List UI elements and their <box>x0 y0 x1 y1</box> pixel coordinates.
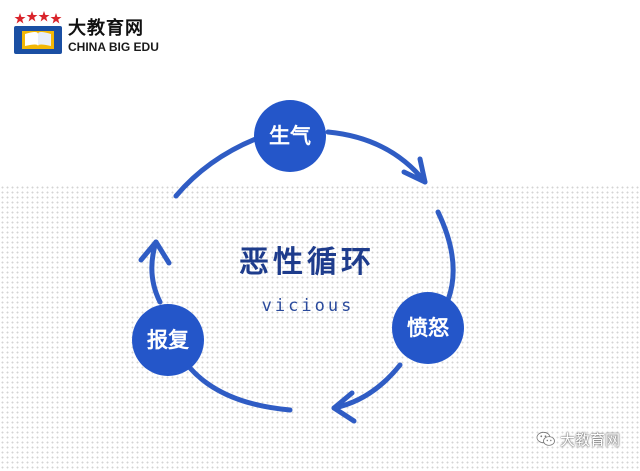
arrowhead-anger-to-rage <box>401 156 428 185</box>
logo-name: 大教育网 <box>68 18 144 39</box>
node-label-revenge: 报复 <box>147 328 190 352</box>
node-rage: 愤怒 <box>392 292 464 364</box>
arrow-top-left-line <box>173 135 261 199</box>
node-anger: 生气 <box>254 100 326 172</box>
node-revenge: 报复 <box>132 304 204 376</box>
brand-logo: 大教育网 CHINA BIG EDU <box>8 8 178 60</box>
logo-subtitle: CHINA BIG EDU <box>68 40 159 54</box>
center-title: 恶性循环 <box>239 245 375 280</box>
logo-mark-icon <box>14 11 62 54</box>
center-subtitle: vicious <box>262 296 355 316</box>
arrow-right-line <box>435 209 456 303</box>
arrowhead-rage-to-revenge <box>331 390 357 424</box>
arrow-bottom-line <box>187 365 293 413</box>
arrow-rage-to-revenge <box>331 362 403 411</box>
node-label-rage: 愤怒 <box>407 316 449 340</box>
arrowhead-revenge-to-anger <box>138 239 172 266</box>
wechat-icon <box>536 431 555 446</box>
dotted-background <box>0 185 640 471</box>
node-label-anger: 生气 <box>269 124 311 148</box>
watermark: 大教育网 <box>536 428 620 450</box>
arrow-anger-to-rage <box>325 129 428 185</box>
watermark-text: 大教育网 <box>560 430 621 449</box>
